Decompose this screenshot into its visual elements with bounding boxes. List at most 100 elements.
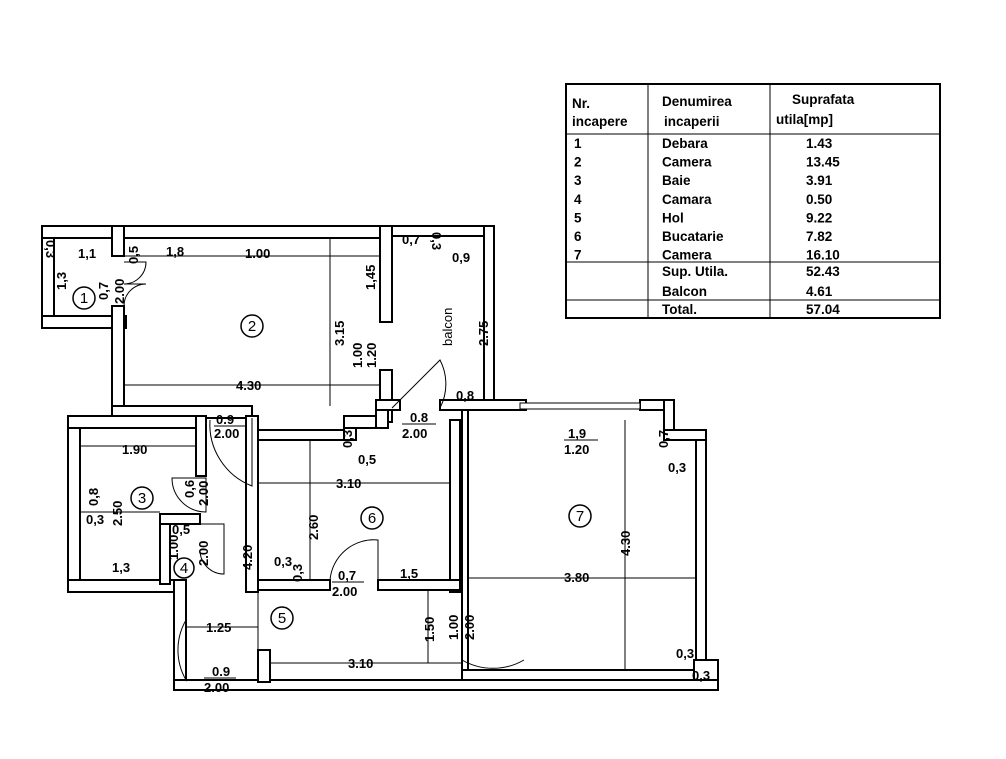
door-r7 — [461, 600, 525, 669]
table-cell-area: 0.50 — [806, 192, 832, 207]
wall-kitchen-right-top — [439, 399, 527, 411]
wall-hall-bottom — [173, 679, 719, 691]
dim-r6-b: 0,3 — [290, 564, 305, 582]
dim-r6-c: 1,5 — [400, 566, 418, 581]
door-r2 — [209, 418, 253, 487]
dim-balc-b: 0,3 — [429, 232, 444, 250]
dim-balc-a: 0,7 — [402, 232, 420, 247]
door-r3 — [171, 477, 207, 513]
dim-door3-a: 0,6 — [182, 480, 197, 498]
dim-r1-door-a: 0,7 — [96, 282, 111, 300]
dim-balc-c: 0,9 — [452, 250, 470, 265]
room-number-5: 5 — [278, 610, 286, 627]
table-summary-area: 57.04 — [806, 302, 840, 317]
room-marker-6: 6 — [360, 506, 384, 530]
dim-r3-h: 2.50 — [110, 501, 125, 526]
table-cell-nr: 2 — [574, 155, 582, 170]
room-marker-1: 1 — [72, 286, 96, 310]
room-marker-7: 7 — [568, 504, 592, 528]
table-summary-area: 4.61 — [806, 284, 833, 299]
window-r7 — [519, 402, 641, 410]
dimension-lines — [80, 238, 696, 680]
table-cell-name: Debara — [662, 136, 708, 151]
dim-door-k-a: 0,7 — [338, 568, 356, 583]
table-cell-area: 7.82 — [806, 229, 832, 244]
wall-r7-left — [461, 409, 469, 683]
dim-r3-c: 1,3 — [112, 560, 130, 575]
dim-door3-b: 2.00 — [196, 481, 211, 506]
table-row: 4 Camara 0.50 — [574, 192, 832, 207]
dim-r6-w: 3.10 — [336, 476, 361, 491]
table-summary-area: 52.43 — [806, 264, 840, 279]
dim-r6-a: 0,3 — [274, 554, 292, 569]
wall-kitchen-right — [449, 419, 461, 593]
dim-r1-door-b: 2.00 — [112, 279, 127, 304]
dim-r2-b: 1.00 — [245, 246, 270, 261]
dim-r1-w: 1,1 — [78, 246, 96, 261]
table-cell-area: 13.45 — [806, 155, 840, 170]
area-table: Nr. incapere Denumirea incaperii Suprafa… — [565, 83, 941, 319]
dim-balc-h: 2.75 — [476, 321, 491, 346]
room-number-3: 3 — [138, 490, 146, 507]
table-cell-name: Bucatarie — [662, 229, 724, 244]
door-balcony — [391, 359, 447, 409]
dim-hall-a: 1.25 — [206, 620, 231, 635]
dim-r2-win-a: 1.00 — [350, 343, 365, 368]
table-cell-name: Camara — [662, 192, 712, 207]
table-row: 3 Baie 3.91 — [574, 173, 833, 188]
wall-kitchen-left — [245, 415, 259, 593]
dim-r7-a: 0,7 — [656, 430, 671, 448]
table-header-nr-1: Nr. — [572, 96, 590, 111]
wall-r4-top — [159, 513, 201, 525]
room-marker-5: 5 — [270, 606, 294, 630]
table-cell-area: 1.43 — [806, 136, 833, 151]
wall-r1-r2-upper — [111, 225, 125, 257]
wall-r2-right-upper — [379, 225, 393, 323]
dim-r7-b: 0,3 — [668, 460, 686, 475]
table-header-area-1: Suprafata — [792, 92, 855, 107]
dim-r7-win-b: 1.20 — [564, 442, 589, 457]
table-cell-name: Baie — [662, 173, 691, 188]
dim-k-a: 0,3 — [340, 430, 355, 448]
doors — [123, 261, 525, 682]
wall-r7-right — [695, 439, 707, 681]
dim-r1-h: 1,3 — [54, 272, 69, 290]
dim-r4-b: 1.00 — [166, 535, 181, 560]
table-cell-nr: 3 — [574, 173, 582, 188]
table-header-name-2: incaperii — [664, 114, 720, 129]
dim-door7-a: 1.00 — [446, 615, 461, 640]
dim-r2-w: 4.30 — [236, 378, 261, 393]
table-cell-nr: 7 — [574, 248, 582, 263]
dimension-labels: 0,3 1,1 1,3 0,7 2.00 0,5 1,8 1.00 1,45 3… — [43, 232, 710, 695]
table-cell-nr: 4 — [574, 192, 582, 207]
table-cell-area: 9.22 — [806, 210, 832, 225]
dim-r4-a: 0,5 — [172, 522, 190, 537]
wall-r3-left — [67, 415, 81, 593]
room-number-6: 6 — [368, 510, 376, 527]
room-number-4: 4 — [180, 560, 188, 577]
wall-r3-right-upper — [195, 415, 207, 477]
table-cell-name: Camera — [662, 248, 712, 263]
table-header-nr-2: incapere — [572, 114, 628, 129]
dim-r2-win-b: 1.20 — [364, 343, 379, 368]
dim-r2-c: 1,45 — [363, 265, 378, 290]
door-r1-swing — [123, 261, 147, 285]
dim-hall-w: 3.10 — [348, 656, 373, 671]
dim-r2-a: 1,8 — [166, 244, 184, 259]
table-summary-name: Total. — [662, 302, 697, 317]
table-header-area-2: utila[mp] — [776, 112, 833, 127]
table-row: 7 Camera 16.10 — [574, 248, 840, 263]
table-cell-area: 16.10 — [806, 248, 840, 263]
table-cell-nr: 5 — [574, 210, 582, 225]
dim-entry-a: 0.9 — [212, 664, 230, 679]
wall-r3-top — [67, 415, 201, 429]
table-cell-area: 3.91 — [806, 173, 833, 188]
door-entry — [177, 619, 187, 682]
room-number-1: 1 — [80, 290, 88, 307]
